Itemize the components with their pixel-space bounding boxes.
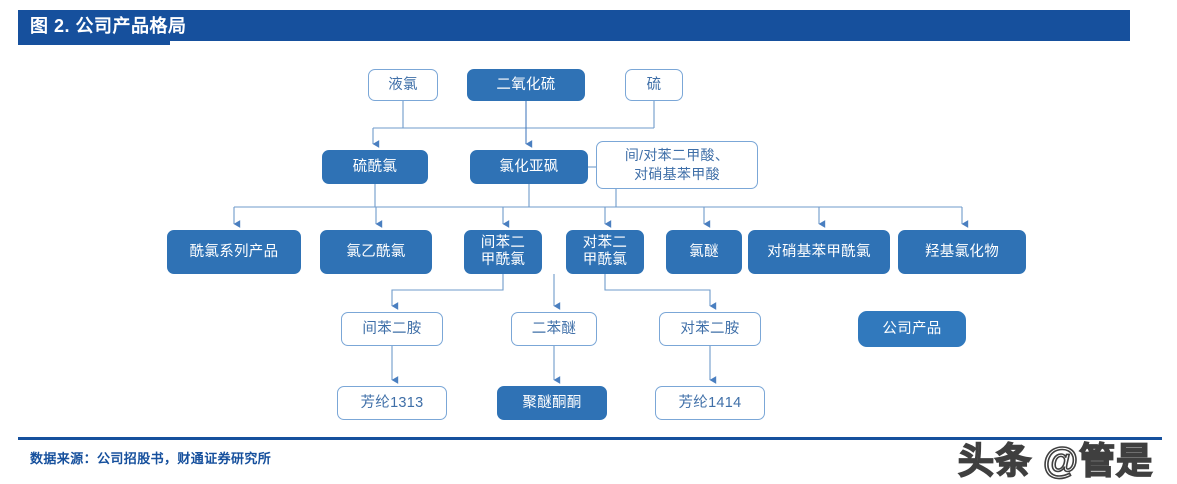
page-title: 图 2. 公司产品格局: [30, 16, 187, 36]
node-aramid-1313[interactable]: 芳纶1313: [337, 386, 447, 420]
node-p-nitrobenzoyl-chloride[interactable]: 对硝基苯甲酰氯: [748, 230, 890, 274]
node-m-phenylenediamine[interactable]: 间苯二胺: [341, 312, 443, 346]
node-acyl-chloride-series[interactable]: 酰氯系列产品: [167, 230, 301, 274]
watermark-text: 头条 @管是: [957, 439, 1154, 482]
node-liquid-chlorine[interactable]: 液氯: [368, 69, 438, 101]
node-p-phenylenediamine[interactable]: 对苯二胺: [659, 312, 761, 346]
source-note: 数据来源：公司招股书，财通证券研究所: [30, 451, 272, 466]
figure-header-bar: [18, 10, 1130, 41]
node-terephthaloyl-chloride[interactable]: 对苯二 甲酰氯: [566, 230, 644, 274]
node-aramid-1414[interactable]: 芳纶1414: [655, 386, 765, 420]
node-sulfuryl-chloride[interactable]: 硫酰氯: [322, 150, 428, 184]
node-chloro-ether[interactable]: 氯醚: [666, 230, 742, 274]
node-peek-ketone[interactable]: 聚醚酮酮: [497, 386, 607, 420]
node-phthalic-acids[interactable]: 间/对苯二甲酸、 对硝基苯甲酸: [596, 141, 758, 189]
node-sulfur-dioxide[interactable]: 二氧化硫: [467, 69, 585, 101]
header-accent-underline: [18, 41, 170, 45]
legend-company-products: 公司产品: [858, 311, 966, 347]
node-thionyl-chloride[interactable]: 氯化亚砜: [470, 150, 588, 184]
node-chloroacetyl-chloride[interactable]: 氯乙酰氯: [320, 230, 432, 274]
node-isophthaloyl-chloride[interactable]: 间苯二 甲酰氯: [464, 230, 542, 274]
node-diphenyl-ether[interactable]: 二苯醚: [511, 312, 597, 346]
node-sulfur[interactable]: 硫: [625, 69, 683, 101]
footer-divider: [18, 437, 1162, 440]
node-hydroxy-chloride[interactable]: 羟基氯化物: [898, 230, 1026, 274]
